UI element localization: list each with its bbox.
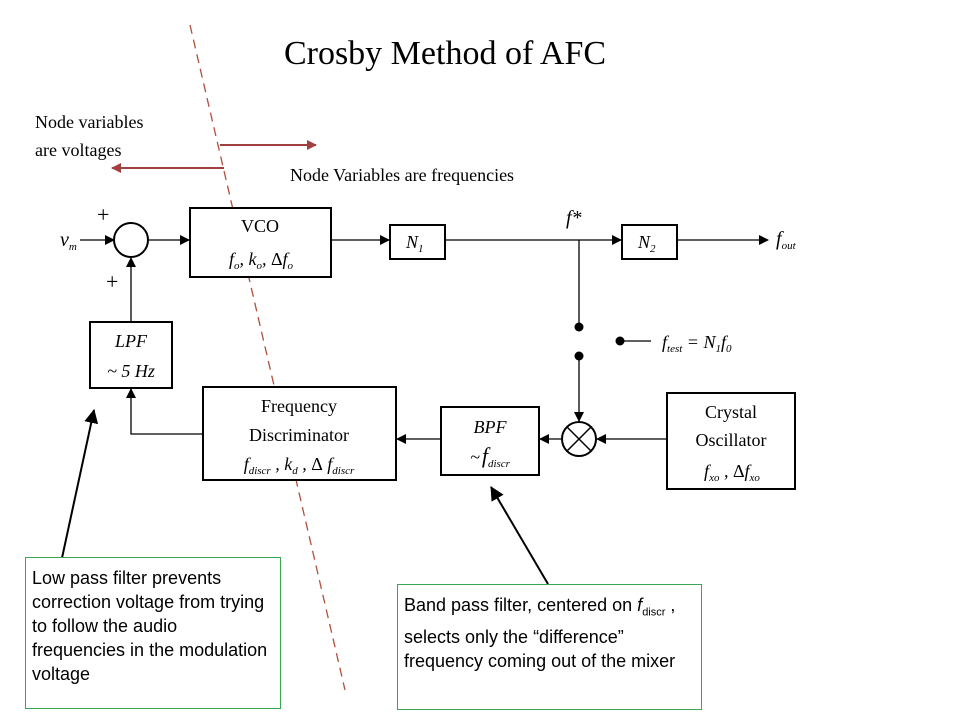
bpf-block — [440, 406, 540, 476]
crystal-title-1: Crystal — [705, 402, 757, 422]
output-label-fout: fout — [776, 228, 797, 252]
divider-n1-label: N1 — [405, 232, 424, 255]
bpf-note-text-b: , selects only the “difference” frequenc… — [404, 595, 676, 671]
divider-n2-label: N2 — [637, 232, 656, 255]
discriminator-params: fdiscr , kd , Δ fdiscr — [244, 454, 355, 477]
discriminator-title-1: Frequency — [261, 396, 337, 416]
divider-n1-block — [389, 224, 446, 260]
bpf-note-pointer — [490, 486, 549, 585]
input-label-vm: vm — [60, 229, 77, 253]
lpf-cutoff: ~ 5 Hz — [107, 361, 155, 381]
frequency-region-label: Node Variables are frequencies — [290, 165, 514, 185]
voltage-region-label-2: are voltages — [35, 140, 121, 160]
node-label-fstar: f* — [566, 207, 582, 229]
summer-plus-top: + — [97, 202, 109, 227]
vco-block — [189, 207, 332, 278]
crystal-title-2: Oscillator — [696, 430, 767, 450]
region-divider-line — [189, 24, 346, 691]
mixer-cross-2 — [566, 426, 592, 452]
discriminator-to-lpf-line — [126, 388, 203, 435]
summer-plus-bottom: + — [106, 269, 118, 294]
vco-title: VCO — [241, 216, 279, 236]
lpf-note-pointer — [61, 409, 99, 559]
discriminator-block — [202, 386, 397, 481]
page-title: Crosby Method of AFC — [284, 35, 606, 72]
lpf-explanation-note: Low pass filter prevents correction volt… — [25, 557, 281, 709]
switch-contact-bottom — [574, 351, 584, 361]
test-frequency-label: ftest = N1f0 — [662, 332, 732, 355]
switch-contact-top — [574, 322, 584, 332]
crystal-params: fxo , Δfxo — [704, 461, 760, 484]
bpf-center: ~fdiscr — [470, 443, 511, 470]
bpf-note-sub: discr — [642, 606, 666, 619]
bpf-explanation-note: Band pass filter, centered on fdiscr , s… — [397, 584, 702, 710]
discriminator-title-2: Discriminator — [249, 425, 349, 445]
divider-n2-block — [621, 224, 678, 260]
lpf-title: LPF — [114, 331, 148, 351]
bpf-note-text-a: Band pass filter, centered on — [404, 595, 633, 615]
vco-params: fo, ko, Δfo — [229, 249, 294, 272]
bpf-note-f: f — [637, 595, 643, 615]
crystal-oscillator-block — [666, 392, 796, 490]
voltage-region-label: Node variables — [35, 112, 143, 132]
summing-junction — [113, 222, 149, 258]
bpf-title: BPF — [474, 417, 508, 437]
lpf-note-text: Low pass filter prevents correction volt… — [32, 568, 268, 684]
